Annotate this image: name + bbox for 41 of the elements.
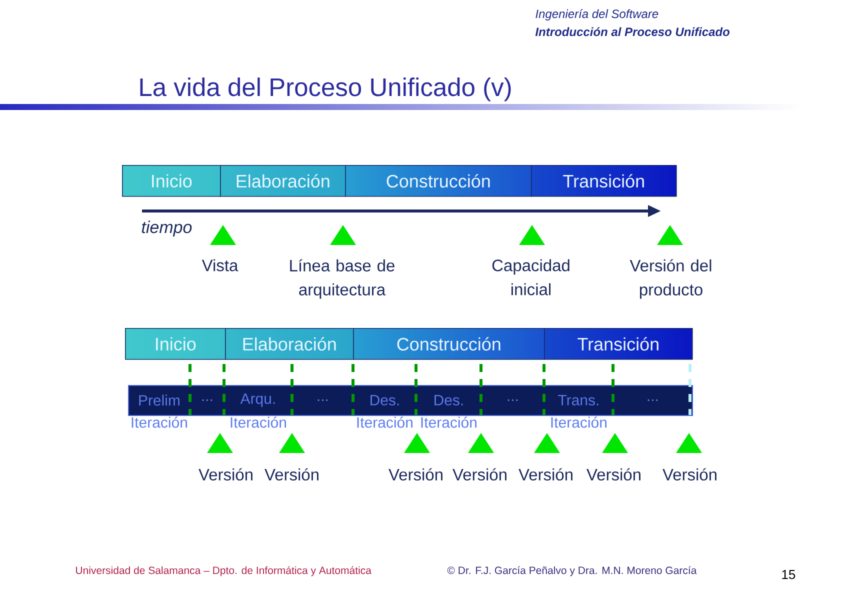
iteration-cell: Des. [370, 394, 399, 406]
iteration-cell: Arqu. [240, 393, 275, 407]
iteration-cell: ... [318, 399, 328, 401]
phase-box: Inicio [125, 328, 226, 360]
milestone-label: Capacidad inicial [492, 259, 570, 296]
iteration-caption: Iteración [132, 416, 187, 428]
phase-box: Construcción [345, 165, 532, 197]
phase-box: Elaboración [220, 165, 346, 197]
iteration-cell: Des. [434, 394, 463, 406]
milestone-label: Versión del producto [630, 259, 712, 299]
milestone-label: Versión [198, 468, 252, 480]
page-number: 15 [782, 570, 796, 580]
milestone-label: Versión [264, 468, 318, 480]
milestone-label: Versión [388, 468, 442, 480]
milestone-label: Línea base de arquitectura [290, 259, 394, 299]
iteration-caption: Iteración [230, 416, 286, 428]
iteration-caption: Iteración [357, 416, 412, 428]
iteration-band [128, 385, 693, 416]
phase-box: Transición [531, 165, 677, 197]
iteration-cell: ... [202, 399, 212, 401]
phase-box: Construcción [353, 328, 545, 360]
milestone-label: Versión [518, 468, 572, 480]
iteration-cell: ... [648, 399, 658, 401]
phase-box: Elaboración [225, 328, 354, 360]
iteration-cell: ... [508, 399, 518, 401]
iteration-caption: Iteración [551, 416, 606, 428]
milestone-label: Versión [586, 468, 640, 480]
header-text: Introducción al Proceso Unificado [535, 27, 730, 36]
milestone-label: Versión [662, 468, 716, 480]
phase-box: Inicio [122, 165, 221, 197]
iteration-cell: Trans. [558, 394, 598, 406]
phase-box: Transición [544, 328, 693, 360]
header-text: Ingeniería del Software [536, 9, 658, 20]
footer-text: Universidad de Salamanca – Dpto. de Informática y Automática [76, 566, 372, 576]
axis-label: tiempo [142, 220, 192, 237]
iteration-caption: Iteración [421, 416, 476, 428]
iteration-cell: Prelim [139, 394, 180, 406]
title: La vida del Proceso Unificado (v) [140, 78, 511, 102]
footer-text: © Dr. F.J. García Peñalvo y Dra. M.N. Moreno García [447, 566, 697, 576]
milestone-label: Vista [202, 259, 238, 272]
milestone-label: Versión [452, 468, 506, 480]
